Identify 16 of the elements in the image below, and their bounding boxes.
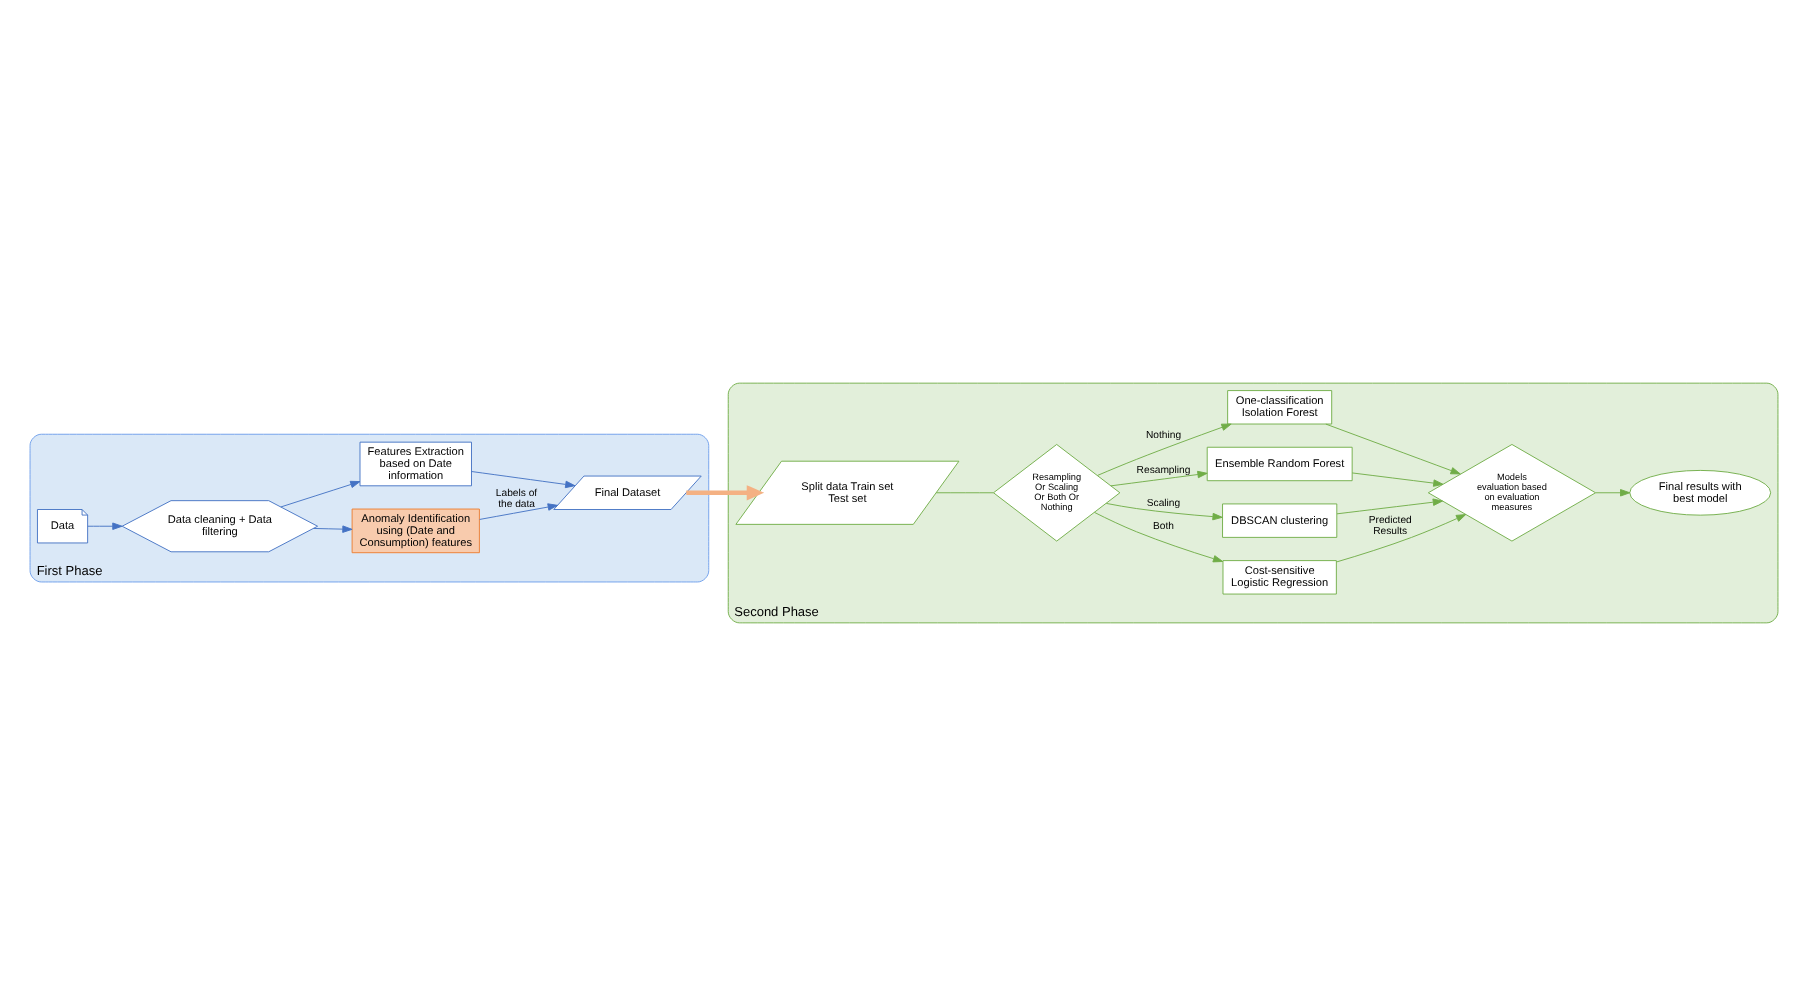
arrow	[1105, 501, 1223, 520]
arrow	[313, 524, 353, 532]
arrow	[280, 479, 361, 507]
arrow	[1351, 471, 1444, 486]
arrow	[479, 502, 558, 519]
arrow	[1094, 510, 1224, 562]
arrow	[686, 484, 765, 500]
connector	[935, 491, 994, 493]
arrow	[1336, 497, 1443, 514]
arrow	[1097, 422, 1232, 475]
arrow	[1325, 422, 1461, 474]
arrow	[87, 521, 123, 529]
arrow	[471, 470, 576, 488]
arrow	[1110, 469, 1208, 486]
arrow	[1336, 513, 1467, 562]
arrow	[1595, 488, 1631, 496]
